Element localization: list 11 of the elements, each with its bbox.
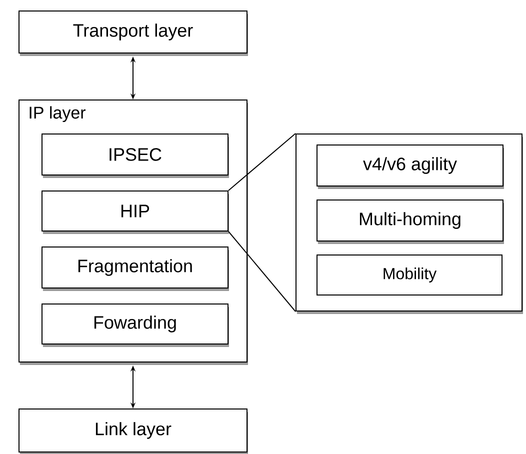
- process-box: Mobility: [316, 254, 503, 296]
- layer-box: Link layer: [18, 408, 248, 454]
- process-box: IPSEC: [42, 134, 229, 178]
- zoom-line: [228, 231, 296, 312]
- process-box: HIP: [42, 190, 229, 234]
- process-box: Fowarding: [42, 304, 229, 347]
- zoom-line: [228, 133, 296, 191]
- layer-box: Transport layer: [18, 10, 248, 56]
- process-box: Multi-homing: [316, 200, 504, 244]
- process-box: v4/v6 agility: [316, 144, 504, 189]
- process-box: Fragmentation: [42, 246, 229, 291]
